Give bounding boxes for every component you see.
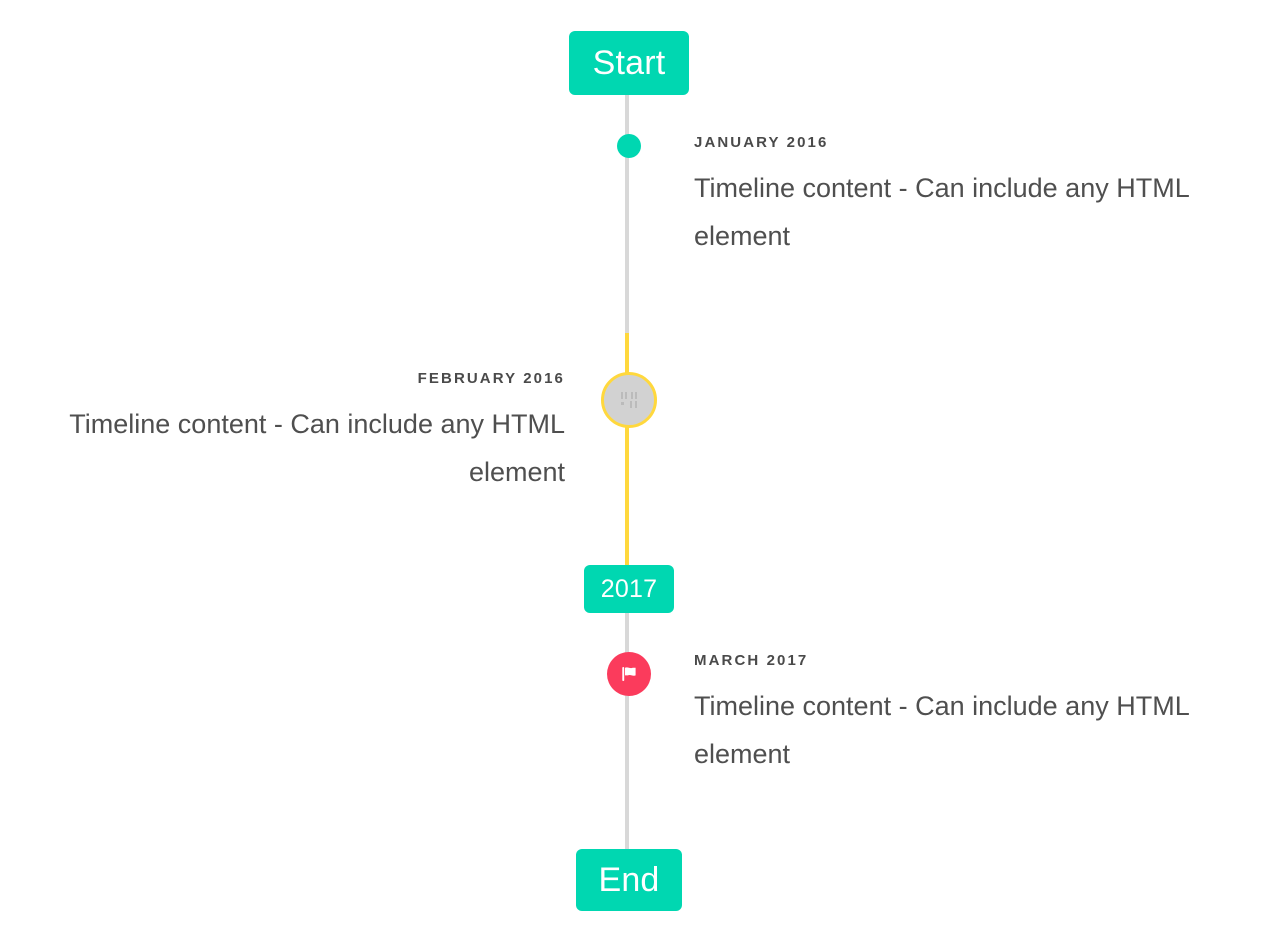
timeline-entry-label: JANUARY 2016 [694,134,829,151]
marker-dot-icon[interactable] [617,134,641,158]
timeline-year-badge[interactable]: 2017 [584,565,674,613]
timeline-entry-content: Timeline content - Can include any HTML … [694,173,1189,252]
timeline-rail-highlight [625,333,629,565]
timeline-start-badge[interactable]: Start [569,31,689,95]
timeline-rail-upper [625,95,629,335]
timeline-entry-label: MARCH 2017 [694,652,809,669]
marker-broken-image-icon[interactable] [601,372,657,428]
timeline-entry-label: FEBRUARY 2016 [417,370,565,387]
marker-flag-icon[interactable] [607,652,651,696]
timeline-end-badge[interactable]: End [576,849,682,911]
timeline-entry-content: Timeline content - Can include any HTML … [69,409,565,488]
timeline-entry-february: FEBRUARY 2016 Timeline content - Can inc… [40,370,565,496]
timeline-rail-lower [625,613,629,851]
timeline-entry-march: MARCH 2017 Timeline content - Can includ… [694,652,1222,778]
timeline-entry-january: JANUARY 2016 Timeline content - Can incl… [694,134,1222,260]
timeline-entry-content: Timeline content - Can include any HTML … [694,691,1189,770]
broken-image-glyph [620,392,638,408]
